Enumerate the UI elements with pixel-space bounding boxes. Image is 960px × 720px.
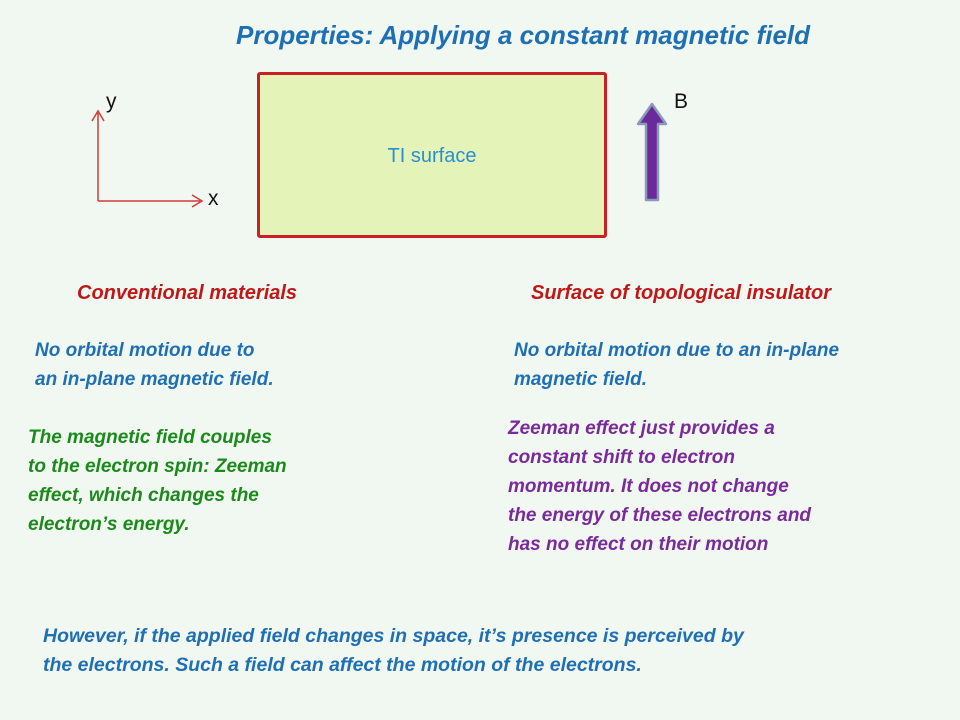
x-axis-label: x (208, 187, 219, 210)
text-line: No orbital motion due to (35, 340, 255, 361)
text-line: constant shift to electron (508, 447, 735, 468)
text-line: However, if the applied field changes in… (43, 625, 744, 647)
text-line: effect, which changes the (28, 485, 259, 506)
topological-insulator-heading: Surface of topological insulator (531, 282, 832, 304)
slide-title: Properties: Applying a constant magnetic… (235, 20, 811, 50)
footer-note: However, if the applied field changes in… (43, 622, 744, 680)
b-field-label: B (674, 90, 689, 113)
conventional-para-2: The magnetic field couples to the electr… (28, 423, 287, 539)
text-line: magnetic field. (514, 369, 648, 390)
x-axis-arrowhead (191, 194, 204, 208)
topological-para-2: Zeeman effect just provides a constant s… (508, 414, 811, 559)
text-line: an in-plane magnetic field. (35, 369, 274, 390)
b-field-arrow-icon (636, 102, 668, 202)
text-line: the energy of these electrons and (508, 505, 812, 526)
ti-surface-box (257, 72, 607, 238)
text-line: momentum. It does not change (508, 476, 789, 497)
text-line: the electrons. Such a field can affect t… (43, 654, 642, 676)
conventional-para-1: No orbital motion due to an in-plane mag… (35, 336, 274, 394)
text-line: Zeeman effect just provides a (508, 418, 775, 439)
conventional-materials-heading: Conventional materials (77, 282, 298, 304)
topological-para-1: No orbital motion due to an in-plane mag… (514, 336, 839, 394)
text-line: to the electron spin: Zeeman (28, 456, 287, 477)
text-line: No orbital motion due to an in-plane (514, 340, 840, 361)
y-axis-label: y (106, 90, 117, 113)
y-axis-arrowhead (91, 109, 105, 122)
coordinate-axes (91, 109, 204, 208)
text-line: electron’s energy. (28, 514, 190, 535)
text-line: has no effect on their motion (508, 534, 769, 555)
ti-surface-label: TI surface (387, 145, 477, 167)
text-line: The magnetic field couples (28, 427, 272, 448)
